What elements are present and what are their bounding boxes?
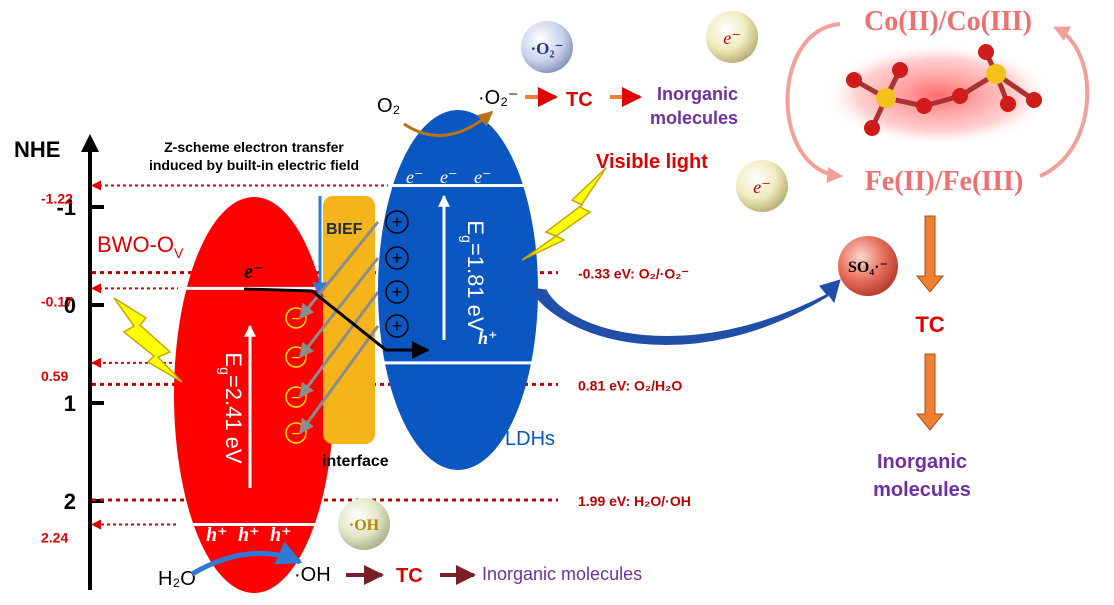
- visible-light-label: Visible light: [596, 151, 708, 173]
- bwo-hole-3: h⁺: [270, 524, 292, 546]
- arrow-down-2: [915, 353, 945, 431]
- plus-1: +: [392, 212, 403, 232]
- interface-label: interface: [322, 453, 389, 470]
- ldh-electron-1: e⁻: [406, 167, 424, 187]
- axis-tick-label-3: 2: [64, 489, 76, 514]
- arrow-down-1: [915, 215, 945, 293]
- sulfate-radical-sphere: SO₄·⁻: [838, 236, 898, 296]
- positive-charges: + + + +: [385, 210, 409, 338]
- plus-4: +: [392, 316, 403, 336]
- o2-radical-label: ·O₂⁻: [478, 87, 519, 109]
- zscheme-title-line2: induced by built-in electric field: [149, 157, 359, 173]
- cycle-right-arc: [1039, 26, 1090, 178]
- cycle-top-label: Co(II)/Co(III): [864, 6, 1032, 37]
- axis-tick-label-2: 1: [64, 391, 76, 416]
- inorganic-top-line1: Inorganic: [657, 84, 738, 104]
- ldh-electron-3: e⁻: [474, 167, 492, 187]
- inorganic-top-line2: molecules: [650, 108, 738, 128]
- potential-label-0: -0.33 eV: O₂/·O₂⁻: [578, 266, 689, 282]
- bwo-electron: e⁻: [244, 261, 263, 283]
- electron-sphere-top-label: e⁻: [723, 28, 741, 48]
- bief-label: BIEF: [326, 221, 363, 238]
- axis-marker-label-0: -1.22: [41, 190, 73, 206]
- axis-label: NHE: [14, 137, 60, 162]
- o2-label: O₂: [377, 95, 400, 117]
- lightning-left-icon: [113, 297, 183, 383]
- right-inorganic-line2: molecules: [873, 479, 971, 501]
- bwo-hole-2: h⁺: [238, 524, 260, 546]
- bwo-semiconductor: Eg=2.41 eV e⁻ h⁺ h⁺ h⁺ BWO-OV: [97, 197, 334, 593]
- o2-radical-sphere: ·O₂⁻: [521, 21, 573, 73]
- bwo-ellipse: [174, 197, 334, 593]
- axis-marker-label-3: 2.24: [41, 530, 68, 546]
- minus-2: −: [291, 350, 300, 367]
- axis-marker-label-1: -0.17: [41, 293, 73, 309]
- o2-reduction-arrow: [403, 110, 494, 137]
- zscheme-title-line1: Z-scheme electron transfer: [164, 139, 344, 155]
- charge-transfer-arrows: [298, 221, 380, 435]
- ldh-name: LDHs: [505, 428, 555, 450]
- ldh-band-gap-label: Eg=1.81 eV: [459, 220, 488, 331]
- right-inorganic-line1: Inorganic: [877, 451, 967, 473]
- minus-1: −: [291, 311, 300, 328]
- bwo-hole-1: h⁺: [206, 524, 228, 546]
- sulfate-radical-label: SO₄·⁻: [848, 259, 888, 276]
- h2o-oxidation-arrow: [190, 541, 303, 577]
- lightning-right-icon: [521, 167, 607, 261]
- persulfate-molecule-icon: [823, 43, 1053, 147]
- minus-3: −: [291, 390, 300, 407]
- ldh-ellipse: [378, 110, 538, 470]
- plus-2: +: [392, 248, 403, 268]
- plus-3: +: [392, 282, 403, 302]
- right-degradation-chain: TC Inorganic molecules: [873, 215, 971, 501]
- o2-radical-sphere-label: ·O₂⁻: [531, 39, 564, 58]
- potential-label-1: 0.81 eV: O₂/H₂O: [578, 377, 682, 393]
- top-reactions: O₂ ·O₂⁻ TC Inorganic molecules: [377, 84, 738, 137]
- oh-label: ·OH: [294, 564, 331, 586]
- electron-sphere-top: e⁻: [706, 11, 758, 63]
- redox-cycle: Co(II)/Co(III) Fe(II)/Fe(III): [785, 6, 1090, 197]
- bwo-name: BWO-OV: [97, 232, 184, 261]
- tc-top-label: TC: [566, 89, 593, 111]
- electron-sphere-mid: e⁻: [736, 160, 788, 212]
- h2o-label: H₂O: [158, 568, 196, 590]
- ldh-semiconductor: Eg=1.81 eV e⁻ e⁻ e⁻ h⁺ LDHs + + + +: [378, 110, 555, 470]
- potential-label-2: 1.99 eV: H₂O/·OH: [578, 493, 691, 509]
- hydroxyl-sphere-label: ·OH: [349, 517, 380, 534]
- tc-bottom-label: TC: [396, 565, 423, 587]
- bwo-band-gap-label: Eg=2.41 eV: [217, 352, 246, 463]
- bottom-reactions: H₂O ·OH TC Inorganic molecules: [158, 541, 642, 590]
- inorganic-bottom-label: Inorganic molecules: [482, 564, 642, 584]
- hydroxyl-sphere: ·OH: [338, 498, 390, 550]
- zscheme-electron-path: [243, 287, 430, 359]
- ldh-electron-2: e⁻: [440, 167, 458, 187]
- cycle-bottom-label: Fe(II)/Fe(III): [865, 166, 1024, 197]
- minus-4: −: [291, 426, 300, 443]
- axis-tick-label-1: 0: [64, 293, 76, 318]
- cycle-left-arc: [785, 22, 844, 183]
- axis-tick-label-0: -1: [56, 195, 76, 220]
- electron-sphere-mid-label: e⁻: [753, 177, 771, 197]
- axis-marker-label-2: 0.59: [41, 368, 68, 384]
- right-tc-label: TC: [915, 312, 944, 337]
- ldh-hole: h⁺: [478, 328, 498, 348]
- curved-arrow-to-sulfate: [529, 279, 841, 346]
